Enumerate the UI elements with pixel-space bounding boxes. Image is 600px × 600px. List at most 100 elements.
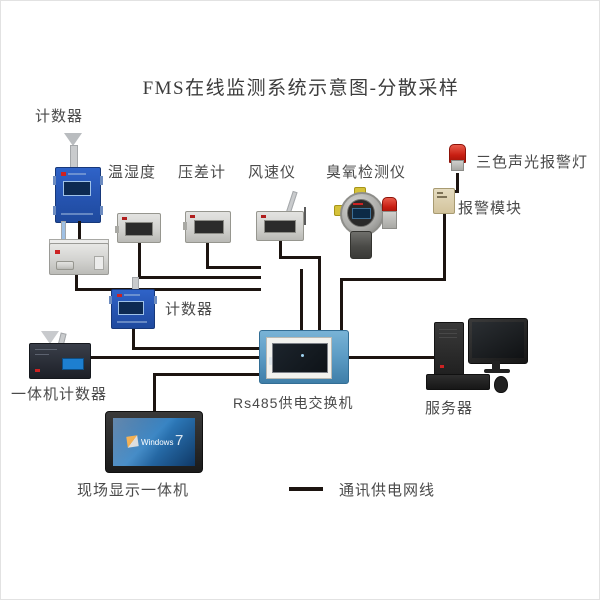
wire-temp-humidity-down [138, 241, 141, 279]
wire-anemometer-down [279, 239, 282, 259]
ozone-body[interactable] [340, 192, 384, 236]
counter-mid-body[interactable] [109, 289, 157, 329]
label-alarm-lamp: 三色声光报警灯 [476, 155, 589, 171]
wire-module-drop [340, 278, 343, 333]
counter-top-tube-black [78, 221, 81, 241]
wire-pressure-down [206, 241, 209, 269]
wire-anemometer-drop [318, 256, 321, 331]
counter-top-body[interactable] [53, 167, 103, 223]
label-counter-mid: 计数器 [165, 302, 214, 318]
counter-mid-brand-strip [124, 294, 140, 296]
alarm-module-mark [437, 192, 443, 194]
node-switch[interactable] [259, 330, 349, 384]
wire-counter-mid-down [132, 326, 135, 350]
server-vent-2 [439, 333, 457, 334]
node-pressure-gauge[interactable] [183, 211, 231, 243]
counter-top-brand-strip [68, 173, 86, 175]
label-switch: Rs485供电交换机 [233, 393, 353, 413]
node-panel-pc[interactable]: Windows 7 [105, 411, 203, 473]
label-server: 服务器 [425, 401, 474, 417]
wire-anemometer-across [279, 256, 321, 259]
server-monitor[interactable] [468, 318, 528, 364]
temp-humidity-display [125, 222, 153, 236]
label-switch-text: Rs485供电交换机 [233, 395, 354, 411]
ozone-beacon-base [382, 211, 397, 229]
counter-mid-mount-right [154, 296, 157, 304]
server-monitor-screen [472, 322, 524, 358]
anemometer-body[interactable] [256, 211, 304, 241]
aio-display [62, 358, 84, 370]
node-aio-counter[interactable] [29, 331, 91, 379]
counter-mid-display [118, 301, 144, 315]
counter-mid-bottom-strip [117, 321, 147, 323]
wire-bus-lower-left [75, 288, 261, 291]
node-server[interactable] [426, 314, 534, 393]
node-anemometer[interactable] [256, 190, 326, 241]
anemometer-display [264, 220, 296, 233]
wire-lamp-down [456, 173, 459, 193]
counter-top-mount-left2 [53, 206, 56, 215]
label-counter-top: 计数器 [35, 109, 84, 125]
node-temp-humidity[interactable] [115, 213, 161, 243]
legend-line-swatch [289, 487, 323, 491]
label-panel-pc: 现场显示一体机 [77, 483, 190, 499]
wire-module-across [340, 278, 446, 281]
switch-latch [269, 357, 272, 365]
switch-window [272, 343, 328, 373]
server-keyboard[interactable] [426, 374, 490, 390]
counter-top-bottom-strip [61, 213, 93, 215]
label-alarm-module: 报警模块 [458, 201, 523, 217]
ozone-face [347, 199, 375, 227]
panel-pc-screen[interactable]: Windows 7 [113, 418, 195, 466]
page-title: FMS在线监测系统示意图-分散采样 [142, 78, 460, 99]
counter-top-mount-right2 [100, 206, 103, 215]
server-vent-1 [439, 329, 457, 330]
counter-top-mount-right [100, 176, 103, 185]
legend-line-label: 通讯供电网线 [339, 483, 436, 499]
ozone-sensor-head [350, 231, 372, 259]
alarm-module-mark2 [437, 196, 447, 198]
wire-ozone-down [300, 269, 303, 331]
ozone-status-led [353, 203, 363, 205]
label-anemometer: 风速仪 [248, 165, 297, 181]
label-temp-humidity: 温湿度 [108, 165, 157, 181]
switch-panel [266, 337, 332, 379]
aio-funnel-icon [41, 331, 59, 344]
counter-top-display [63, 181, 91, 196]
wire-temp-humidity-across [138, 276, 261, 279]
node-alarm-module[interactable] [433, 188, 455, 214]
anemometer-probe-cable [304, 207, 306, 225]
aio-line-1 [35, 349, 57, 350]
wire-module-down [443, 211, 446, 281]
temp-humidity-foot [115, 226, 119, 233]
server-mouse[interactable] [494, 376, 508, 393]
wire-switch-to-server [346, 356, 441, 359]
temp-humidity-brand-mark [122, 217, 127, 220]
aio-line-2 [35, 354, 49, 355]
aio-body[interactable] [29, 343, 91, 379]
pressure-brand-mark [190, 215, 195, 218]
counter-top-pump-body[interactable] [49, 243, 109, 275]
switch-led [301, 354, 304, 357]
node-alarm-lamp[interactable] [448, 144, 466, 174]
pressure-display [194, 220, 224, 234]
server-monitor-base [484, 369, 510, 373]
panel-pc-os-version: 7 [175, 432, 183, 449]
counter-mid-mount-left [109, 296, 112, 304]
node-ozone-detector[interactable] [334, 187, 397, 271]
wire-counter-mid-across [132, 347, 261, 350]
server-monitor-stand [492, 361, 500, 370]
server-power-led [440, 365, 444, 368]
pressure-foot-left [183, 222, 187, 230]
server-tower[interactable] [434, 322, 464, 380]
node-counter-mid[interactable] [109, 277, 157, 329]
aio-brand-mark [35, 369, 40, 372]
counter-top-mount-left [53, 176, 56, 185]
alarm-lamp-base [451, 160, 464, 171]
ozone-display [352, 208, 371, 219]
wire-panelpc-across [153, 373, 261, 376]
counter-mid-brand-mark [117, 294, 122, 297]
server-vent-3 [439, 337, 457, 338]
node-counter-top[interactable] [45, 133, 111, 275]
wire-counter-top-down [75, 263, 78, 291]
